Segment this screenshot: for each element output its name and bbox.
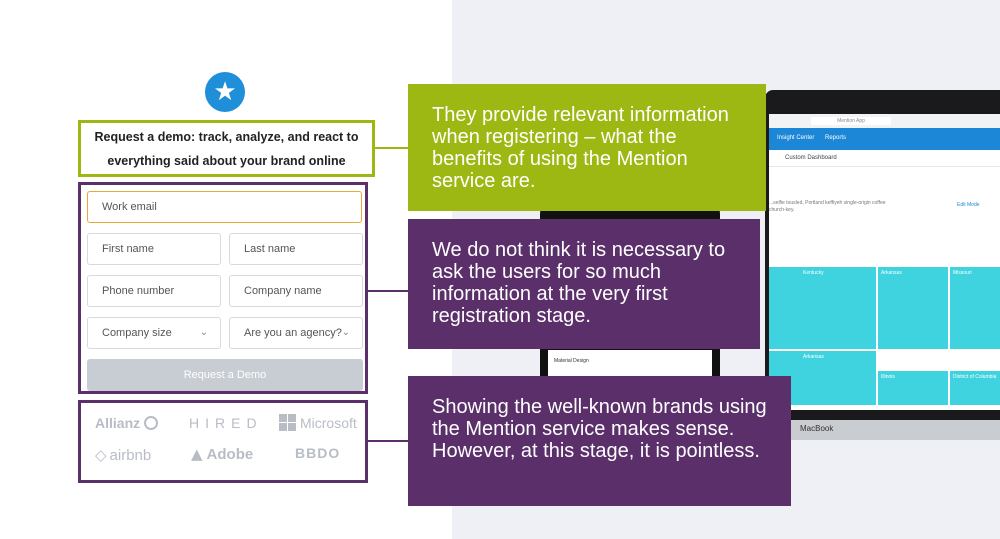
last-name-field[interactable]: Last name: [229, 233, 363, 265]
bbdo-logo: BBDO: [295, 445, 341, 461]
treemap: Kentucky Arkansas Missouri Arkansas Illi…: [769, 266, 1000, 406]
phone-placeholder: Phone number: [102, 285, 175, 297]
company-size-select[interactable]: Company size ⌄: [87, 317, 221, 349]
connector-green: [375, 147, 408, 149]
laptop-screen: Mention App Insight Center Reports Custo…: [769, 114, 1000, 410]
hired-logo: HIRED: [189, 415, 263, 431]
treemap-tile: Illinois: [877, 370, 949, 406]
client-logos: Allianz HIRED Microsoft ◇ airbnb ▲ Adobe…: [78, 400, 368, 483]
airbnb-logo-text: airbnb: [109, 446, 152, 464]
treemap-tile: Arkansas: [877, 266, 949, 350]
connector-purple-1: [368, 290, 408, 292]
url-text: Mention App: [811, 117, 891, 125]
edit-mode-link: Edit Mode: [957, 202, 980, 208]
callout-green: They provide relevant information when r…: [408, 84, 766, 211]
first-name-placeholder: First name: [102, 243, 154, 255]
star-badge: ★: [205, 72, 245, 112]
treemap-tile: Missouri: [949, 266, 1000, 350]
first-name-field[interactable]: First name: [87, 233, 221, 265]
allianz-logo-text: Allianz: [95, 415, 141, 431]
agency-select[interactable]: Are you an agency? ⌄: [229, 317, 363, 349]
microsoft-logo-text: Microsoft: [300, 414, 357, 431]
allianz-mark-icon: [144, 416, 159, 430]
microsoft-squares-icon: [279, 414, 296, 431]
form-headline: Request a demo: track, analyze, and reac…: [94, 129, 359, 168]
adobe-logo-text: Adobe: [206, 445, 254, 463]
email-input[interactable]: [102, 201, 361, 213]
star-icon: ★: [213, 77, 237, 107]
adobe-mark-icon: ▲: [191, 445, 203, 463]
company-name-field[interactable]: Company name: [229, 275, 363, 307]
app-nav-bar: Insight Center Reports: [769, 128, 1000, 150]
email-field[interactable]: [87, 191, 362, 223]
callout-purple-1: We do not think it is necessary to ask t…: [408, 219, 760, 349]
adobe-logo: ▲ Adobe: [191, 445, 253, 463]
dashboard-description: ...selfie tousled, Portland keffiyeh sin…: [769, 200, 886, 213]
demo-request-form: First name Last name Phone number Compan…: [78, 182, 368, 394]
tab-custom-dashboard: Custom Dashboard: [785, 155, 837, 161]
connector-purple-2: [368, 440, 408, 442]
browser-url-bar: Mention App: [769, 114, 1000, 129]
agency-label: Are you an agency?: [244, 327, 342, 339]
laptop-mockup: Mention App Insight Center Reports Custo…: [765, 90, 1000, 420]
airbnb-mark-icon: ◇: [95, 446, 107, 464]
laptop-label: MacBook: [800, 424, 834, 433]
chevron-down-icon: ⌄: [341, 327, 350, 338]
nav-reports: Reports: [825, 135, 847, 141]
treemap-tile: Kentucky: [769, 266, 877, 350]
phone-list-item: Material Design: [554, 358, 589, 364]
airbnb-logo: ◇ airbnb: [95, 446, 151, 464]
allianz-logo: Allianz: [95, 415, 159, 431]
request-demo-button[interactable]: Request a Demo: [87, 359, 363, 391]
treemap-tile: District of Columbia: [949, 370, 1000, 406]
laptop-base: [765, 420, 1000, 440]
phone-field[interactable]: Phone number: [87, 275, 221, 307]
headline-box: Request a demo: track, analyze, and reac…: [78, 120, 375, 177]
microsoft-logo: Microsoft: [279, 414, 357, 431]
nav-insight-center: Insight Center: [777, 135, 815, 141]
company-size-label: Company size: [102, 327, 172, 339]
company-name-placeholder: Company name: [244, 285, 322, 297]
callout-purple-2: Showing the well-known brands using the …: [408, 376, 791, 506]
sub-nav: Custom Dashboard: [769, 150, 1000, 167]
chevron-down-icon: ⌄: [199, 327, 208, 338]
last-name-placeholder: Last name: [244, 243, 296, 255]
